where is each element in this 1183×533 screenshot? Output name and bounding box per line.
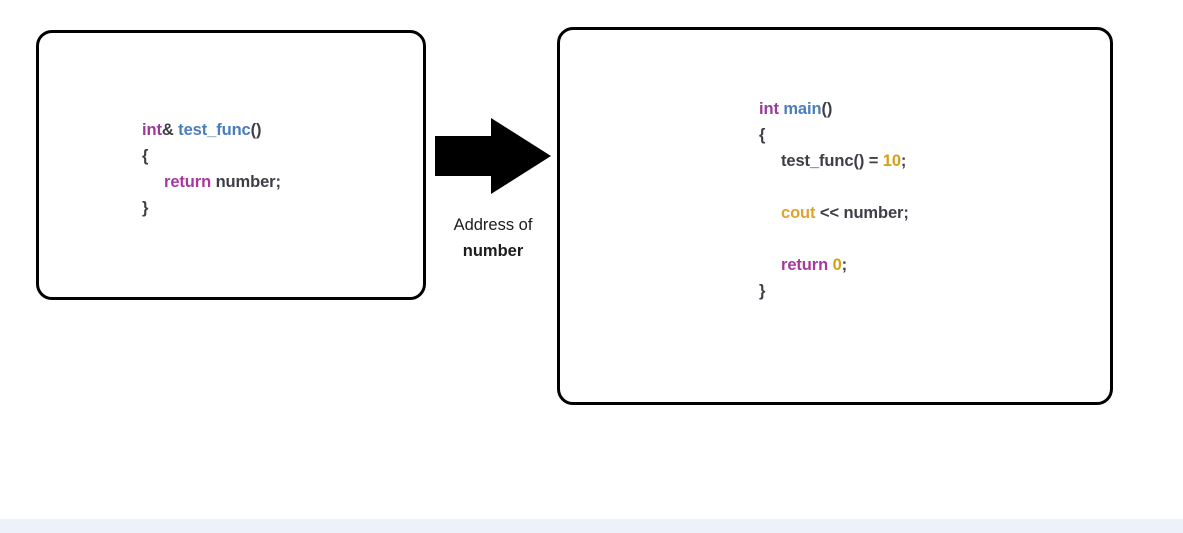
test-func-token: number; xyxy=(215,173,281,191)
code-box-test-func: int& test_func() { return number;} xyxy=(36,30,426,300)
main-line: return 0; xyxy=(759,252,909,278)
main-token: } xyxy=(759,282,766,300)
main-token: ; xyxy=(841,256,848,274)
main-token: << number; xyxy=(819,204,909,222)
main-line: { xyxy=(759,122,909,148)
main-token: main xyxy=(783,100,822,118)
right-arrow-icon xyxy=(435,118,551,194)
test-func-token: } xyxy=(142,199,149,217)
code-box-main: int main() { test_func() = 10; cout << numb… xyxy=(557,27,1113,405)
main-line: } xyxy=(759,278,909,304)
test-func-token: int xyxy=(142,121,162,139)
main-blank-line xyxy=(759,226,909,252)
main-token: cout xyxy=(781,204,820,222)
test-func-token: return xyxy=(164,173,216,191)
arrow-caption-line-1: Address of xyxy=(453,216,533,234)
code-block-test-func: int& test_func() { return number;} xyxy=(142,117,281,221)
code-block-main: int main() { test_func() = 10; cout << numb… xyxy=(759,96,909,304)
main-token: { xyxy=(759,126,766,144)
test-func-token: & xyxy=(161,121,179,139)
main-token: ; xyxy=(900,152,907,170)
main-line: cout << number; xyxy=(759,200,909,226)
test-func-line: int& test_func() xyxy=(142,117,281,143)
main-token: int xyxy=(759,100,784,118)
main-token: return xyxy=(781,256,833,274)
main-line: int main() xyxy=(759,96,909,122)
arrow-caption-line-2: number xyxy=(462,242,524,260)
test-func-line: return number; xyxy=(142,169,281,195)
main-token: 10 xyxy=(882,152,901,170)
main-token: 0 xyxy=(832,256,842,274)
arrow-caption: Address of number xyxy=(418,212,568,264)
page-bottom-band xyxy=(0,519,1183,533)
test-func-line: { xyxy=(142,143,281,169)
test-func-line: } xyxy=(142,195,281,221)
main-blank-line xyxy=(759,174,909,200)
test-func-token: () xyxy=(250,121,262,139)
main-token: test_func() = xyxy=(781,152,883,170)
main-line: test_func() = 10; xyxy=(759,148,909,174)
test-func-token: test_func xyxy=(178,121,251,139)
test-func-token: { xyxy=(142,147,149,165)
main-token: () xyxy=(821,100,833,118)
